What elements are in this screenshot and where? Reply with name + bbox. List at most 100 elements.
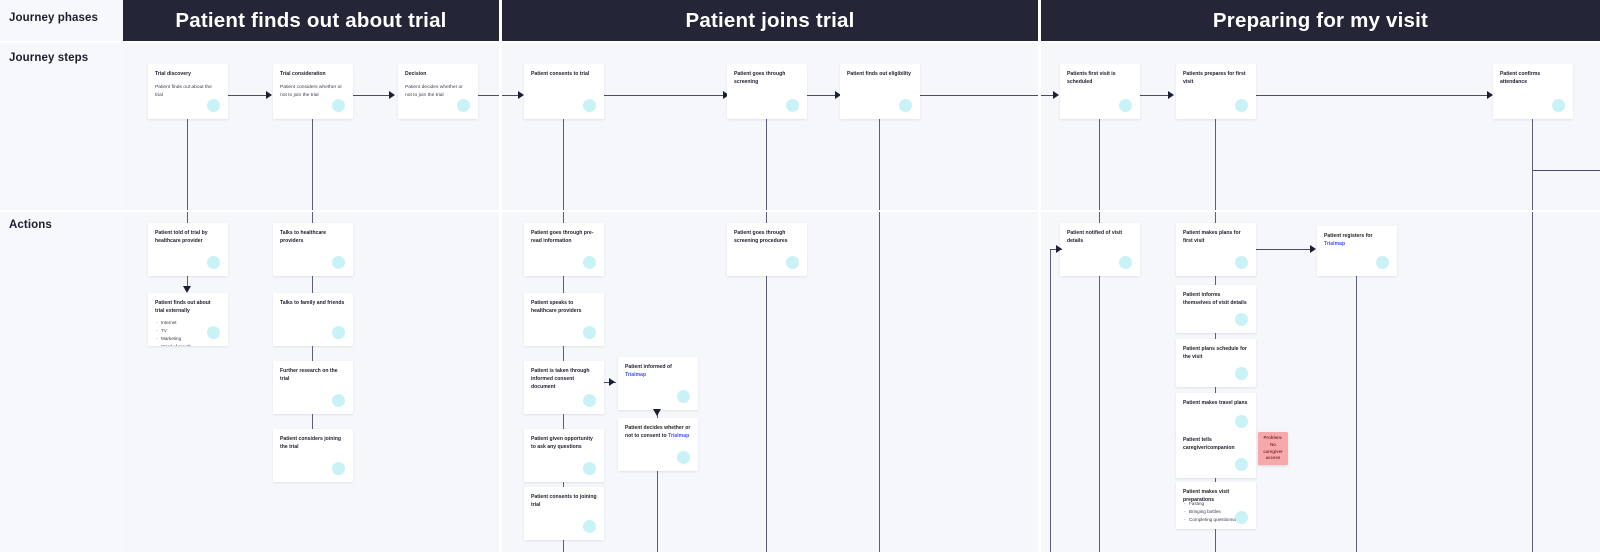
row-label-actions: Actions — [0, 212, 123, 552]
problem-sticky-note[interactable]: Problem: No caregiver access — [1258, 432, 1288, 465]
action-card[interactable]: Talks to family and friends — [273, 293, 353, 346]
action-connector — [563, 346, 565, 361]
card-title: Patient goes through screening procedure… — [734, 230, 788, 244]
action-connector — [563, 540, 565, 552]
card-title: Trial consideration — [280, 71, 326, 77]
action-connector — [1215, 276, 1217, 285]
journey-step-card[interactable]: Decision Patient decides whether or not … — [398, 64, 478, 119]
action-card[interactable]: Patient speaks to healthcare providers — [524, 293, 604, 346]
swimlane-connector — [1099, 212, 1101, 223]
action-card[interactable]: Talks to healthcare providers — [273, 223, 353, 276]
action-arrow-icon — [1310, 245, 1316, 253]
action-card[interactable]: Patient considers joining the trial — [273, 429, 353, 482]
card-title: Trial discovery — [155, 71, 191, 77]
action-card[interactable]: Patient decides whether or not to consen… — [618, 418, 698, 471]
status-dot — [583, 326, 596, 339]
row-separator — [123, 41, 1600, 43]
action-card[interactable]: Patient notified of visit details — [1060, 223, 1140, 276]
swimlane-connector — [1099, 276, 1101, 552]
card-title: Patient finds out about trial externally — [155, 300, 211, 314]
bullet-item: TV — [156, 327, 222, 335]
bullet-item: Word of mouth — [156, 343, 222, 346]
status-dot — [332, 256, 345, 269]
bullet-item: Marketing — [156, 335, 222, 343]
action-card[interactable]: Patient goes through pre-read informatio… — [524, 223, 604, 276]
action-connector — [563, 414, 565, 429]
card-title: Further research on the trial — [280, 368, 338, 382]
action-connector — [1215, 478, 1217, 482]
action-card[interactable]: Patient consents to joining trial — [524, 487, 604, 540]
action-card[interactable]: Patient tells caregiver/companion — [1176, 430, 1256, 478]
card-title: Patients prepares for first visit — [1183, 71, 1246, 85]
step-arrow-icon — [1487, 91, 1493, 99]
row-label-text: Actions — [9, 219, 52, 231]
status-dot — [332, 99, 345, 112]
phase-title: Patient joins trial — [685, 8, 855, 32]
action-card[interactable]: Patient makes visit preparations Fasting… — [1176, 482, 1256, 529]
action-card[interactable]: Patient makes travel plans — [1176, 393, 1256, 434]
card-title: Patient speaks to healthcare providers — [531, 300, 582, 314]
status-dot — [1119, 256, 1132, 269]
swimlane-connector — [563, 119, 565, 210]
journey-step-card[interactable]: Patient consents to trial — [524, 64, 604, 119]
action-card[interactable]: Patient informs themselves of visit deta… — [1176, 285, 1256, 333]
sticky-note-text: Problem: No caregiver access — [1263, 435, 1283, 461]
journey-step-card[interactable]: Patients prepares for first visit — [1176, 64, 1256, 119]
swimlane-connector — [1532, 170, 1600, 172]
card-title: Patient makes plans for first visit — [1183, 230, 1241, 244]
swimlane-connector — [312, 212, 314, 223]
card-title: Decision — [405, 71, 427, 77]
trialmap-link[interactable]: Trialmap — [625, 371, 647, 378]
swimlane-connector — [766, 119, 768, 210]
swimlane-connector — [1215, 529, 1217, 552]
card-title: Patient goes through screening — [734, 71, 786, 85]
phase-title: Patient finds out about trial — [175, 8, 447, 32]
action-card[interactable]: Patient plans schedule for the visit — [1176, 339, 1256, 387]
row-label-journey-phases: Journey phases — [0, 0, 123, 41]
action-card[interactable]: Patient is taken through informed consen… — [524, 361, 604, 414]
journey-step-card[interactable]: Patient confirms attendance — [1493, 64, 1573, 119]
journey-step-card[interactable]: Patients first visit is scheduled — [1060, 64, 1140, 119]
swimlane-connector — [1099, 119, 1101, 210]
action-card[interactable]: Patient given opportunity to ask any que… — [524, 429, 604, 482]
action-card[interactable]: Patient registers for Trialmap — [1317, 226, 1397, 276]
status-dot — [332, 462, 345, 475]
swimlane-connector — [766, 276, 768, 552]
card-bullet-list: Fasting Bringing bottles Completing ques… — [1184, 500, 1250, 524]
step-arrow-icon — [1053, 91, 1059, 99]
journey-step-card[interactable]: Trial discovery Patient finds out about … — [148, 64, 228, 119]
card-title: Patient tells caregiver/companion — [1183, 437, 1235, 451]
trialmap-link[interactable]: Trialmap — [1324, 240, 1346, 247]
action-card[interactable]: Further research on the trial — [273, 361, 353, 414]
bullet-item: Bringing bottles — [1184, 508, 1250, 516]
action-card[interactable]: Patient makes plans for first visit — [1176, 223, 1256, 276]
card-title: Patient given opportunity to ask any que… — [531, 436, 593, 450]
swimlane-connector — [1532, 170, 1534, 552]
action-card[interactable]: Patient informed of Trialmap — [618, 357, 698, 410]
card-title-rich: Patient decides whether or not to consen… — [625, 425, 691, 441]
trialmap-link[interactable]: Trialmap — [668, 432, 690, 439]
step-connector — [1256, 95, 1491, 97]
action-card[interactable]: Patient goes through screening procedure… — [727, 223, 807, 276]
status-dot — [457, 99, 470, 112]
status-dot — [1235, 256, 1248, 269]
action-card[interactable]: Patient told of trial by healthcare prov… — [148, 223, 228, 276]
bullet-item: Internet — [156, 319, 222, 327]
bullet-item: Completing questionnaires — [1184, 516, 1250, 524]
status-dot — [583, 462, 596, 475]
step-arrow-icon — [266, 91, 272, 99]
feedback-connector — [1050, 249, 1052, 552]
card-title: Patient consents to joining trial — [531, 494, 597, 508]
journey-step-card[interactable]: Trial consideration Patient considers wh… — [273, 64, 353, 119]
card-title: Patient is taken through informed consen… — [531, 368, 590, 390]
phase-header-3: Preparing for my visit — [1041, 0, 1600, 41]
journey-step-card[interactable]: Patient goes through screening — [727, 64, 807, 119]
row-label-text: Journey phases — [9, 12, 98, 24]
action-card[interactable]: Patient finds out about trial externally… — [148, 293, 228, 346]
row-label-journey-steps: Journey steps — [0, 43, 123, 210]
action-connector — [187, 276, 189, 288]
card-title-text: Patient registers for — [1324, 233, 1373, 239]
card-title-text: Patient informed of — [625, 364, 672, 370]
journey-step-card[interactable]: Patient finds out eligibility — [840, 64, 920, 119]
